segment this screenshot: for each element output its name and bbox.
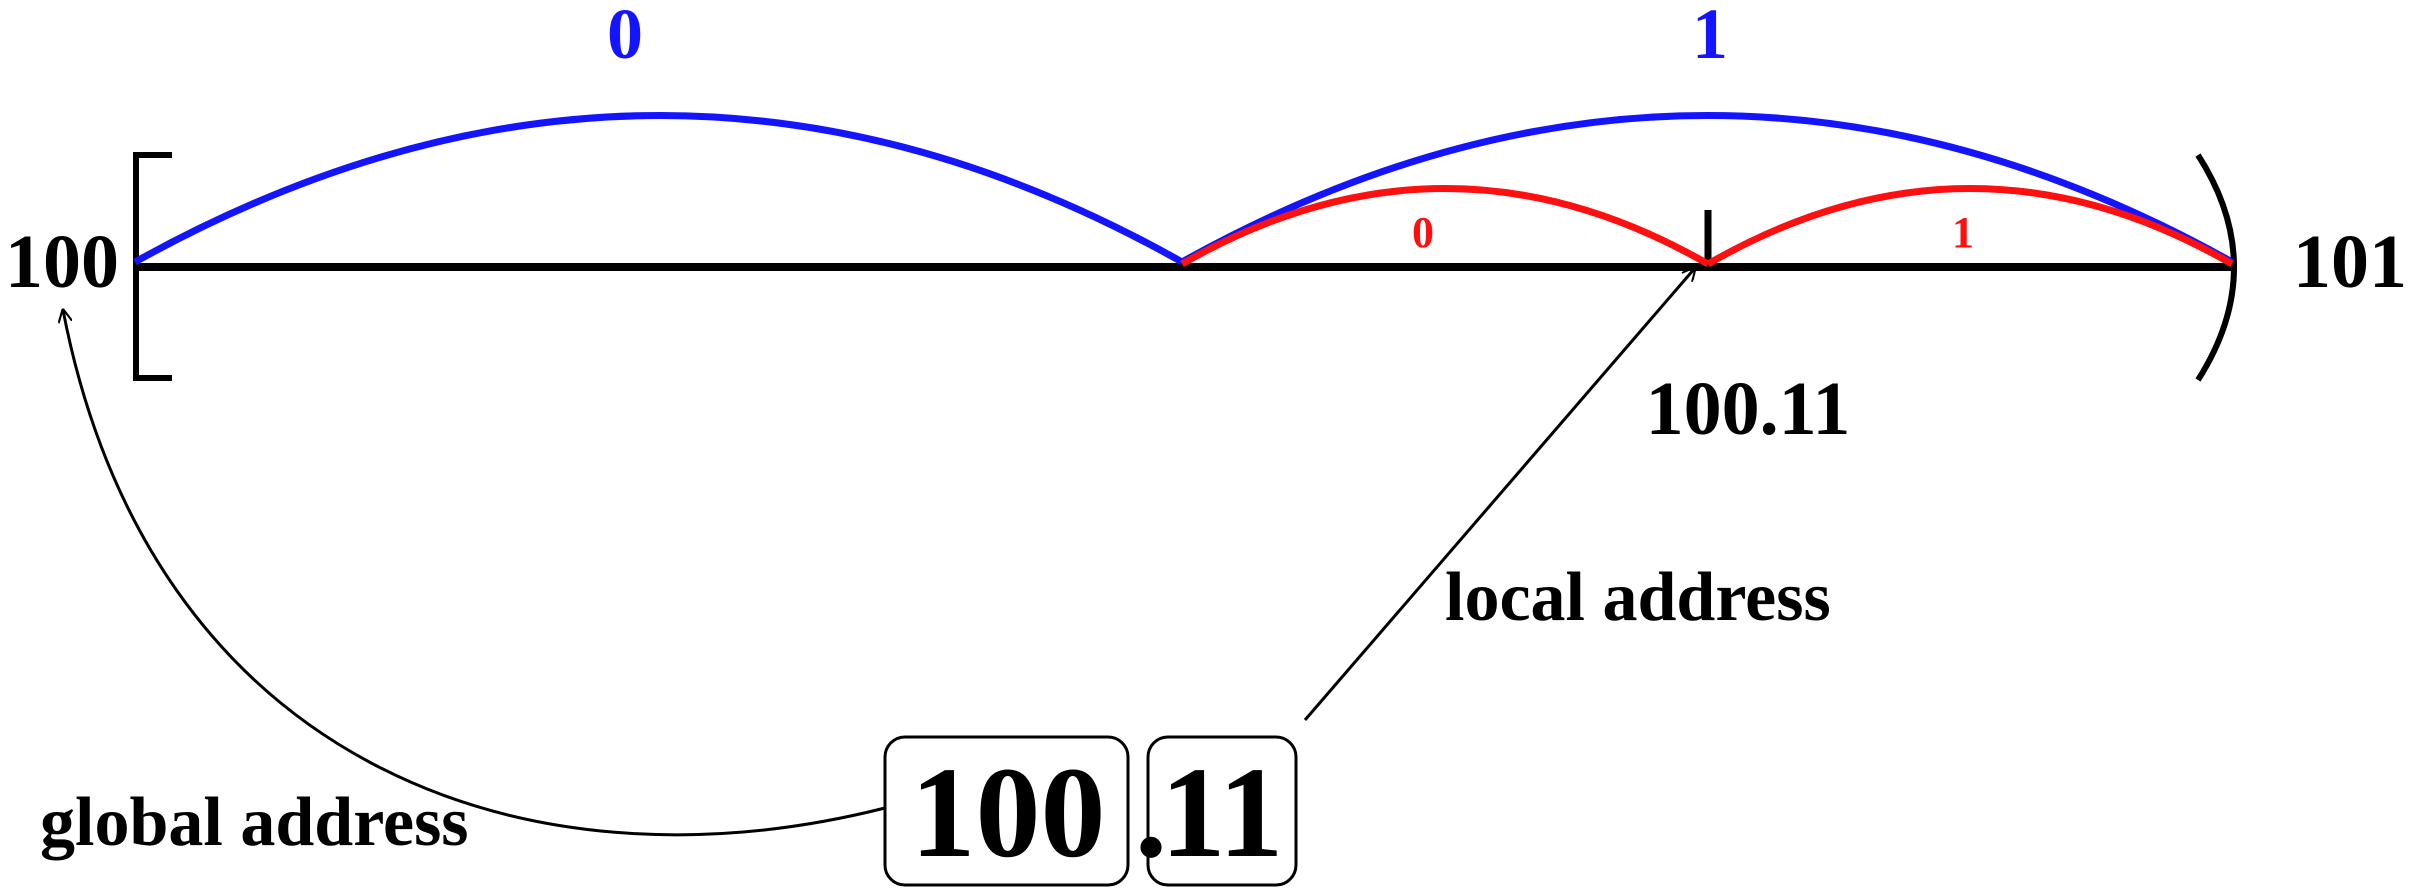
local-address-arrow <box>1303 268 1695 721</box>
local-part-box <box>1146 735 1298 887</box>
midpoint-value-label: 100.11 <box>1646 367 1851 451</box>
address-local-part: 11 <box>1161 741 1284 885</box>
address-global-part: 100 <box>911 741 1106 885</box>
blue-bit-label-right: 1 <box>1692 0 1728 74</box>
blue-bit-label-left: 0 <box>607 0 643 74</box>
red-arc-right <box>1706 185 2234 268</box>
left-closed-bracket <box>133 152 172 381</box>
global-address-arrow <box>63 310 886 837</box>
right-endpoint-label: 101 <box>2293 220 2407 304</box>
blue-arc-right <box>1180 112 2234 266</box>
red-bit-label-left: 0 <box>1412 208 1434 257</box>
global-part-box <box>883 735 1130 887</box>
red-bit-label-right: 1 <box>1952 208 1974 257</box>
address-separator: . <box>1135 741 1168 885</box>
global-address-label: global address <box>40 784 469 861</box>
right-open-parenthesis <box>2195 153 2237 382</box>
left-endpoint-label: 100 <box>5 220 119 304</box>
blue-arc-left <box>133 112 1184 266</box>
red-arc-left <box>1180 185 1710 268</box>
local-address-label: local address <box>1445 559 1831 636</box>
